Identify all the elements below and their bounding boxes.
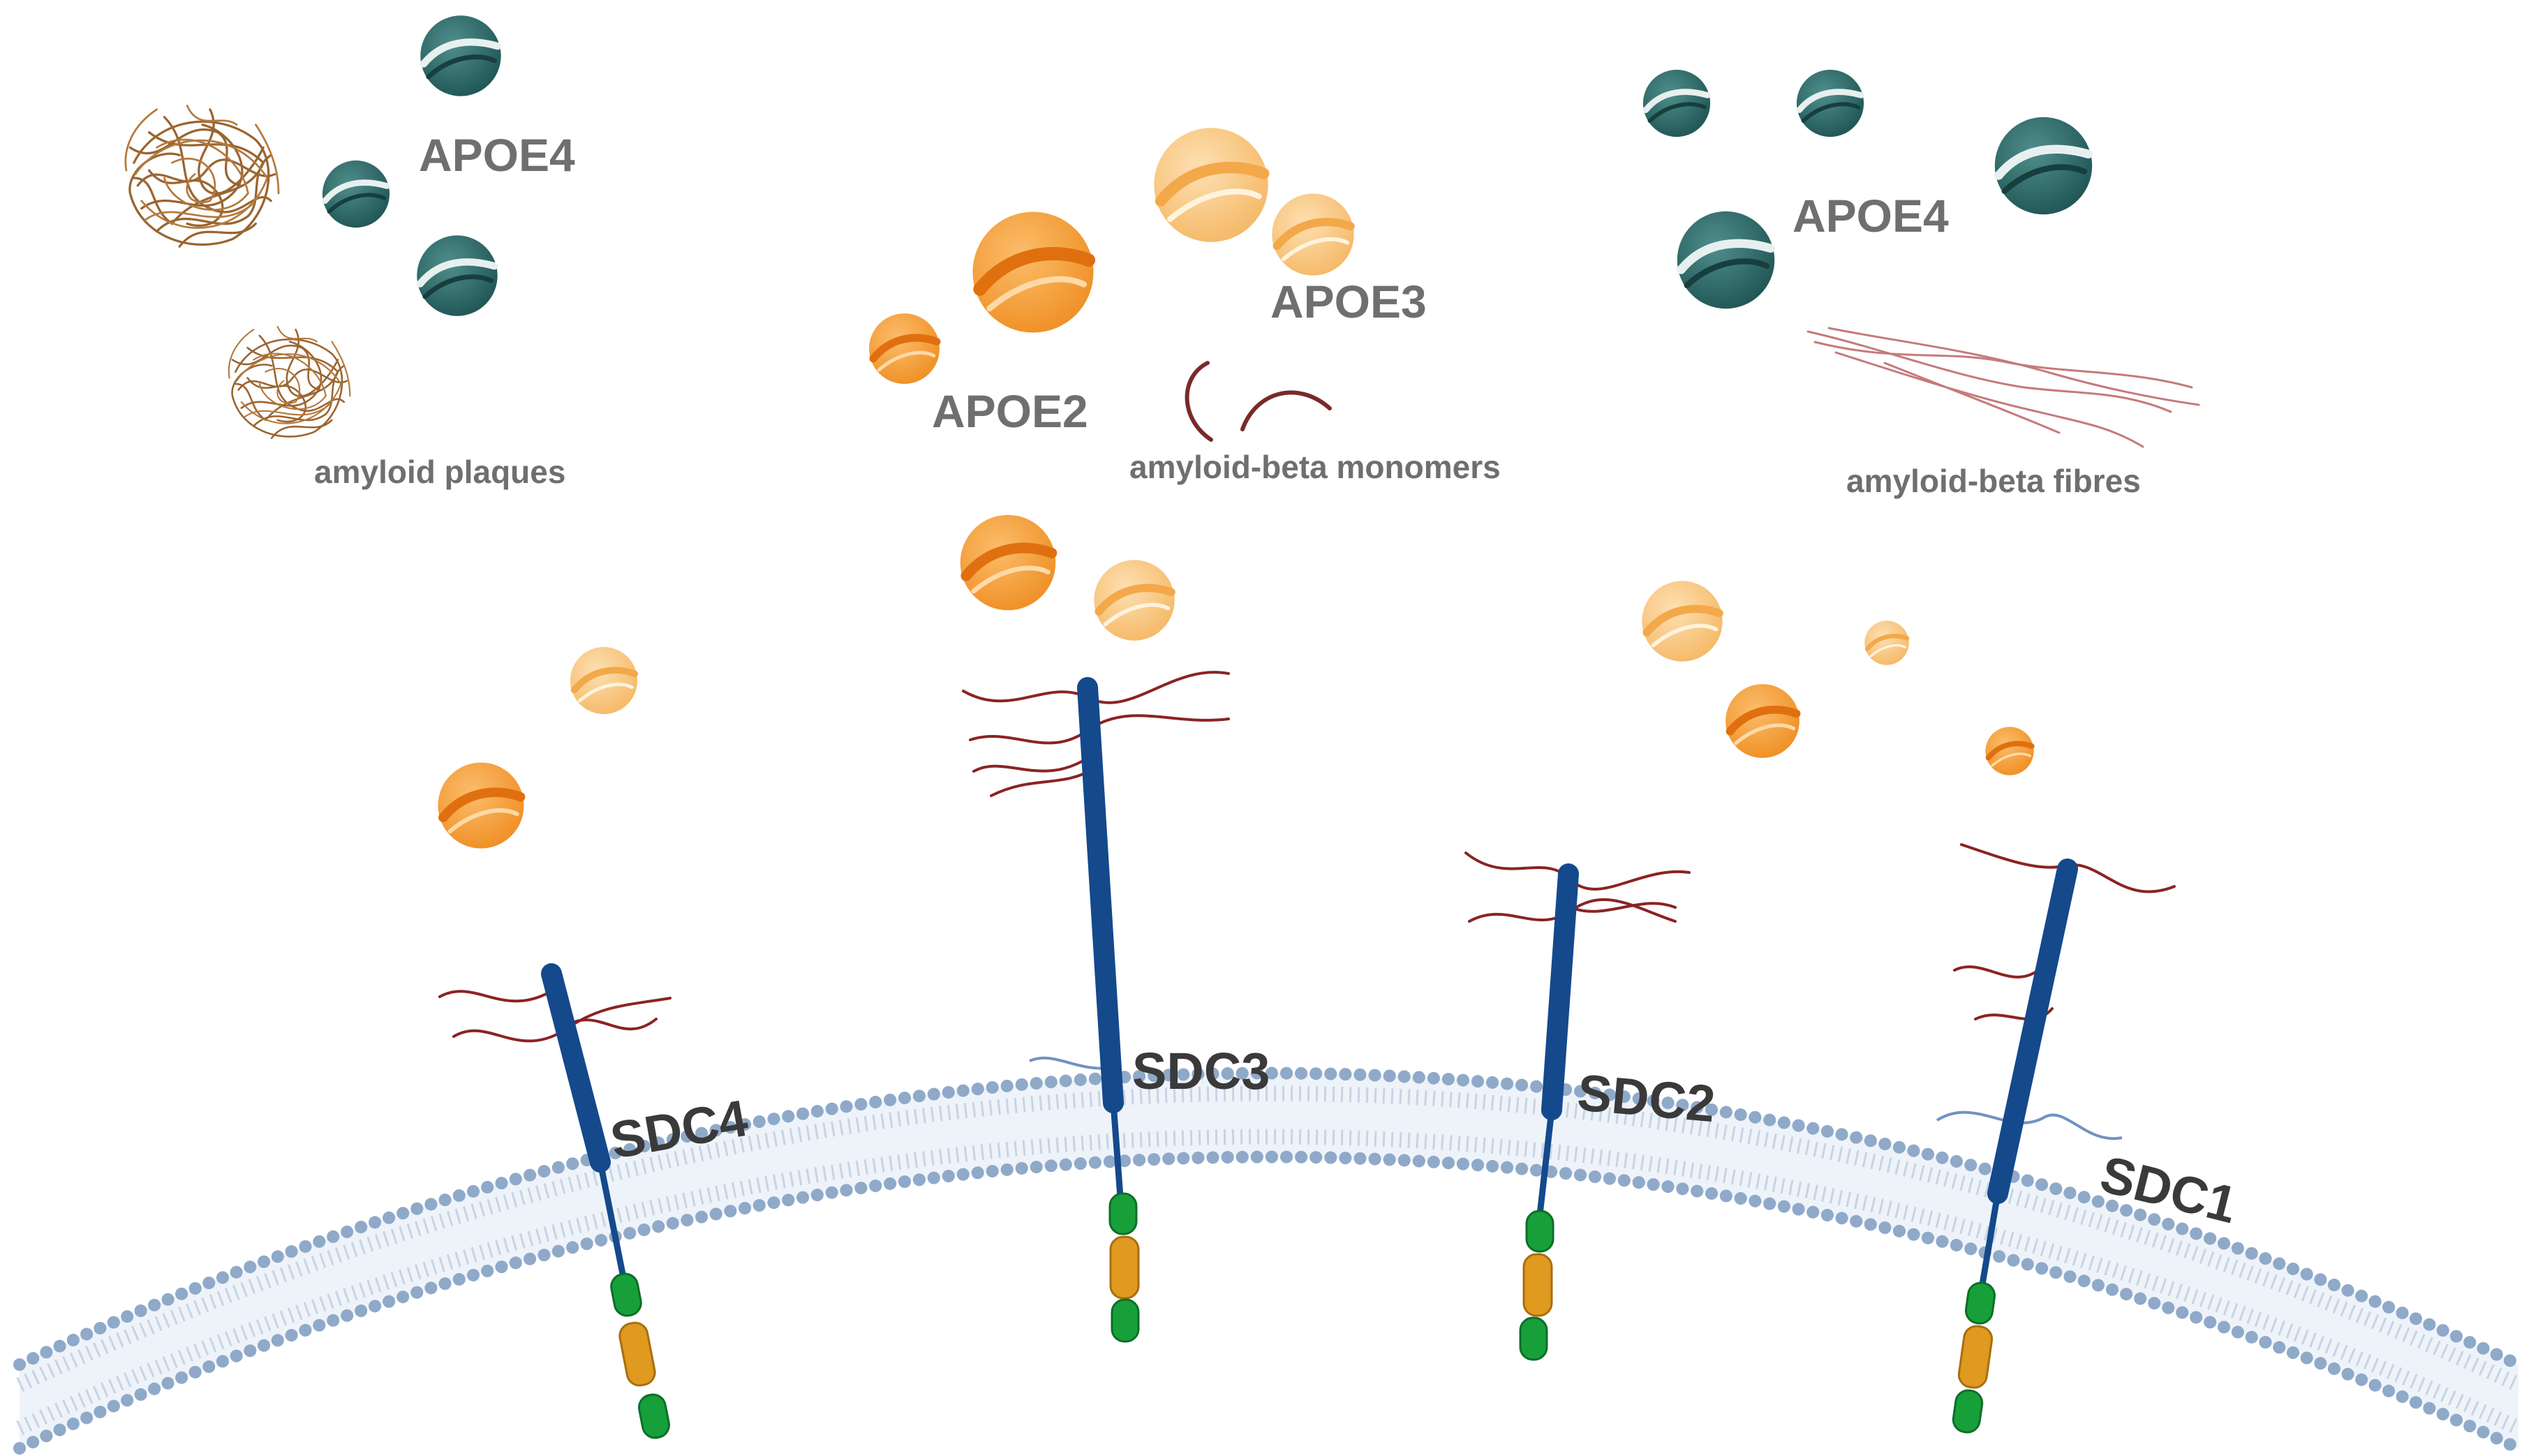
sdc2-domain-v	[1522, 1253, 1553, 1317]
apoe3-particle	[570, 647, 637, 714]
apoe2-label: APOE2	[932, 385, 1088, 437]
amyloid-beta-fibres	[1806, 327, 2200, 448]
apoe2-particle	[869, 313, 940, 384]
apoe3-particle	[1864, 621, 1908, 664]
apoe4-particle	[417, 235, 497, 315]
apoe3-particle	[1154, 128, 1268, 242]
sdc1-domain-v	[1957, 1325, 1994, 1389]
apoe4-particle	[322, 161, 389, 228]
sdc3-domain-c1	[1108, 1192, 1138, 1235]
sdc4-domain-c2	[638, 1393, 670, 1439]
apoe2-particle	[1985, 727, 2033, 775]
sdc2-ectodomain	[1541, 863, 1579, 1120]
sdc3-domain-v	[1109, 1235, 1140, 1300]
chondroitin-sulfate-chain	[1936, 1110, 2123, 1141]
apoe2-particle	[972, 211, 1093, 332]
chondroitin-sulfate-chain	[1029, 1056, 1111, 1070]
apoe4-plaques-group: APOE4 amyloid plaques	[124, 15, 575, 490]
apoe2-particle	[1726, 684, 1799, 758]
membrane-inner-leaflet	[13, 1150, 2525, 1455]
amyloid-plaques-label: amyloid plaques	[314, 454, 565, 490]
sdc4-domain-v	[618, 1321, 656, 1387]
amyloid-beta-monomers	[1185, 361, 1332, 442]
apoe2-particle	[960, 515, 1056, 611]
sdc2-transmembrane	[1536, 1109, 1555, 1215]
sdc1-transmembrane	[1979, 1193, 2001, 1285]
free-apoe-particles	[438, 515, 2033, 849]
sdc1-ectodomain	[1987, 859, 2078, 1204]
sdc3-label: SDC3	[1132, 1042, 1270, 1100]
apoe4-label-left: APOE4	[419, 129, 575, 181]
amyloid-plaque	[228, 325, 351, 440]
syndecan-sdc2: SDC2	[1464, 852, 1718, 1361]
syndecan-sdc3: SDC3	[962, 671, 1270, 1343]
apoe2-particle	[438, 762, 524, 848]
apoe4-particle	[1677, 211, 1774, 309]
amyloid-beta-monomers-label: amyloid-beta monomers	[1129, 449, 1501, 485]
apoe3-particle	[1642, 581, 1722, 661]
apoe4-label-right: APOE4	[1793, 190, 1949, 242]
sdc4-transmembrane	[597, 1161, 627, 1278]
sdc4-ectodomain	[541, 963, 611, 1173]
sdc1-domain-c2	[1952, 1389, 1984, 1434]
cell-membrane	[13, 1067, 2525, 1455]
apoe4-particle	[1797, 70, 1864, 137]
sdc3-transmembrane	[1110, 1102, 1124, 1198]
apoe4-fibres-group: APOE4 amyloid-beta fibres	[1643, 70, 2200, 499]
syndecan-sdc1: SDC1	[1936, 843, 2243, 1434]
sdc3-domain-c2	[1111, 1298, 1140, 1343]
apoe3-particle	[1094, 560, 1174, 640]
sdc3-ectodomain	[1077, 677, 1124, 1113]
amyloid-plaque	[124, 104, 280, 248]
apoe2-apoe3-group: APOE3 APOE2 amyloid-beta monomers	[869, 128, 1501, 485]
sdc2-domain-c1	[1525, 1210, 1554, 1253]
apoe4-particle	[420, 15, 500, 96]
apoe3-label: APOE3	[1270, 276, 1427, 327]
sdc1-domain-c1	[1964, 1282, 1996, 1325]
amyloid-beta-fibres-label: amyloid-beta fibres	[1846, 463, 2141, 499]
sdc2-domain-c2	[1519, 1316, 1548, 1361]
apoe3-particle	[1272, 193, 1353, 275]
sdc4-domain-c1	[610, 1272, 642, 1317]
apoe4-particle	[1995, 117, 2092, 214]
membrane-outer-leaflet	[13, 1067, 2525, 1371]
apoe4-particle	[1643, 70, 1710, 137]
sdc2-label: SDC2	[1575, 1063, 1718, 1133]
